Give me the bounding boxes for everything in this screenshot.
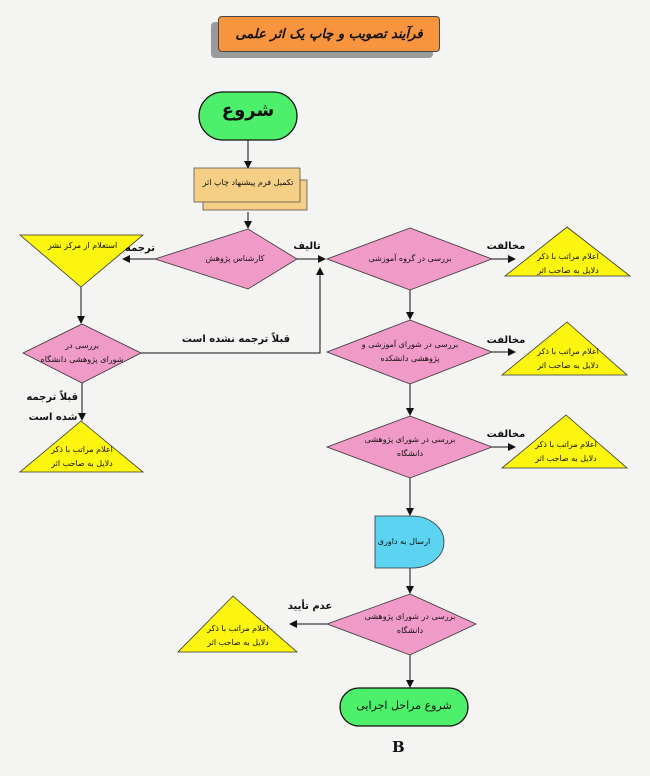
univ-council-translation-line1: بررسی در [65, 341, 99, 350]
reject-translated-triangle [18, 420, 145, 473]
proposal-form-label: تکمیل فرم پیشنهاد چاپ اثر [202, 178, 294, 187]
reject-translated-line1: اعلام مراتب با ذکر [51, 445, 113, 454]
edge-label-opposition-1: مخالفت [486, 241, 526, 252]
dept-review-label: بررسی در گروه آموزشی [368, 254, 452, 263]
edge-label-authorship: تالیف [293, 241, 321, 252]
final-review-line1: بررسی در شورای پژوهشی [364, 612, 456, 621]
edge-label-opposition-2: مخالفت [486, 335, 526, 346]
edge-label-translation: ترجمه [125, 243, 155, 254]
page-footer-letter: B [392, 738, 405, 756]
reject-univ-triangle [500, 414, 629, 469]
edge-label-already-translated-2: شده است [28, 412, 78, 423]
reject-dept-triangle [503, 226, 632, 277]
reject-faculty-line2: دلایل به صاحب اثر [537, 361, 599, 370]
edge-not-translated [141, 267, 324, 354]
reject-translated-line2: دلایل به صاحب اثر [51, 459, 113, 468]
inquiry-label: استعلام از مرکز نشر [47, 241, 118, 250]
proposal-form-doc [193, 167, 301, 203]
inquiry-triangle [18, 234, 145, 288]
reject-faculty-line1: اعلام مراتب با ذکر [537, 347, 599, 356]
start-label: شروع [221, 100, 275, 121]
end-label: شروع مراحل اجرایی [356, 699, 452, 712]
edge-label-not-approved: عدم تأیید [287, 601, 333, 612]
faculty-review-line1: بررسی در شورای آموزشی و [361, 340, 459, 349]
diagram-title: فرآیند تصویب و چاپ یک اثر علمی [218, 16, 440, 52]
edge-label-not-translated: قبلاً ترجمه نشده است [181, 334, 290, 345]
reject-final-line1: اعلام مراتب با ذکر [207, 624, 269, 633]
reject-univ-line1: اعلام مراتب با ذکر [535, 440, 597, 449]
faculty-review-line2: پژوهشی دانشکده [380, 354, 440, 363]
reject-faculty-triangle [500, 321, 629, 376]
univ-review-line1: بررسی در شورای پژوهشی [364, 435, 456, 444]
edge-label-opposition-3: مخالفت [486, 429, 526, 440]
edge-label-already-translated-1: قبلاً ترجمه [26, 392, 78, 403]
final-review-line2: دانشگاه [396, 626, 424, 635]
univ-council-translation-line2: شورای پژوهشی دانشگاه [40, 355, 124, 364]
reject-dept-line1: اعلام مراتب با ذکر [537, 252, 599, 261]
send-review-delay [374, 515, 445, 569]
research-expert-label: کارشناس پژوهش [205, 254, 265, 263]
reject-univ-line2: دلایل به صاحب اثر [535, 454, 597, 463]
send-review-label: ارسال به داوری [377, 537, 431, 546]
research-expert-decision [153, 228, 298, 290]
univ-review-line2: دانشگاه [396, 449, 424, 458]
end-terminal [339, 687, 469, 727]
reject-final-line2: دلایل به صاحب اثر [207, 638, 269, 647]
reject-dept-line2: دلایل به صاحب اثر [537, 266, 599, 275]
reject-final-triangle [177, 595, 299, 653]
